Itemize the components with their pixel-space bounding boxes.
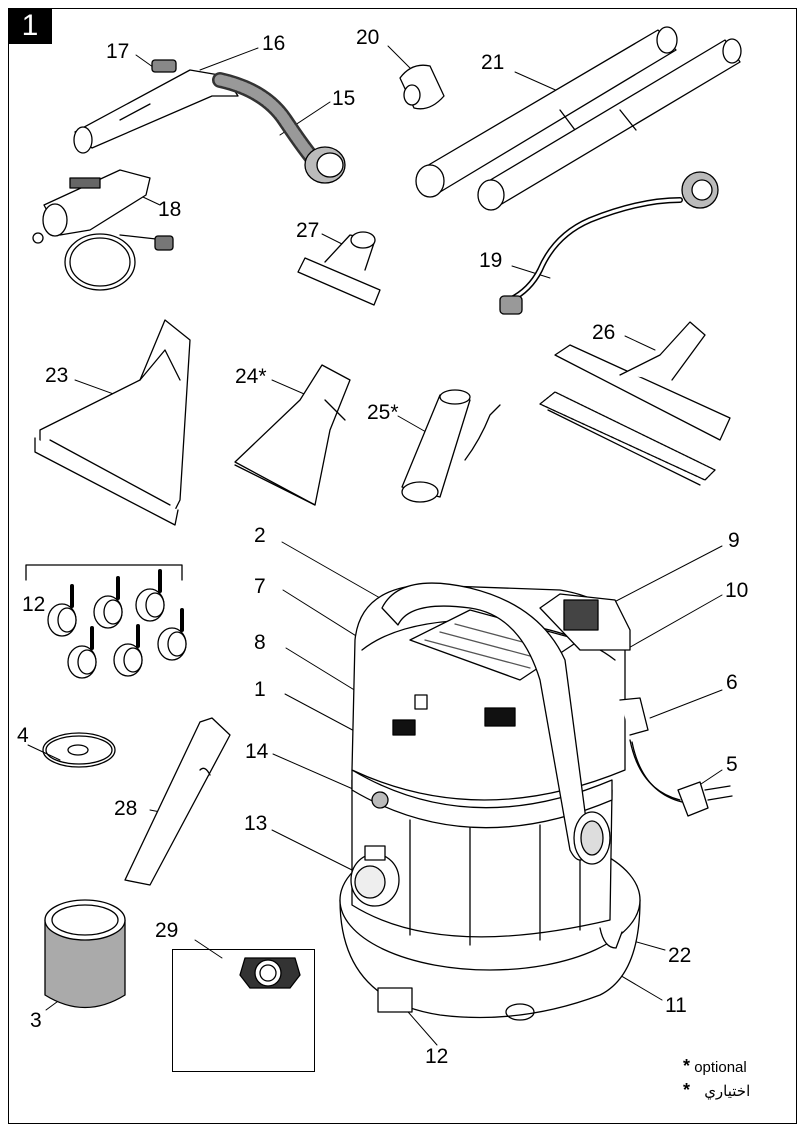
- optional-text-ar: اختياري: [704, 1083, 751, 1100]
- label-6: 6: [726, 671, 738, 694]
- label-14: 14: [245, 740, 269, 763]
- label-4: 4: [17, 724, 29, 747]
- floor-nozzle-26: [539, 321, 731, 486]
- label-1: 1: [254, 678, 266, 701]
- label-2: 2: [254, 524, 266, 547]
- disc-4: [42, 732, 116, 768]
- label-7: 7: [254, 575, 266, 598]
- label-21: 21: [481, 51, 505, 74]
- optional-note-en: * optional: [683, 1056, 747, 1077]
- label-23: 23: [45, 364, 69, 387]
- label-9: 9: [728, 529, 740, 552]
- label-22: 22: [668, 944, 692, 967]
- label-8: 8: [254, 631, 266, 654]
- label-27: 27: [296, 219, 320, 242]
- filter-3: [44, 899, 126, 1009]
- label-25: 25*: [367, 401, 399, 424]
- tubes-21: [415, 26, 742, 211]
- label-12-casters: 12: [22, 593, 46, 616]
- label-24: 24*: [235, 365, 267, 388]
- tube-25: [401, 389, 501, 503]
- inset-box-29: [172, 949, 315, 1072]
- label-28: 28: [114, 797, 138, 820]
- label-26: 26: [592, 321, 616, 344]
- label-18: 18: [158, 198, 182, 221]
- label-16: 16: [262, 32, 286, 55]
- label-20: 20: [356, 26, 380, 49]
- upholstery-nozzle-23: [34, 319, 191, 526]
- label-29: 29: [155, 919, 179, 942]
- vacuum-cleaner: [339, 582, 733, 1021]
- label-11: 11: [665, 994, 687, 1017]
- casters-12: [47, 569, 187, 679]
- label-19: 19: [479, 249, 503, 272]
- crevice-tool-28: [124, 717, 231, 886]
- figure-number-badge: 1: [8, 8, 52, 44]
- asterisk-ar: *: [683, 1080, 691, 1100]
- optional-text-en: optional: [694, 1059, 747, 1076]
- nozzle-24: [234, 364, 351, 506]
- spray-handle-18: [32, 169, 174, 291]
- label-3: 3: [30, 1009, 42, 1032]
- label-13: 13: [244, 812, 268, 835]
- label-5: 5: [726, 753, 738, 776]
- handle-16-17: [73, 59, 239, 154]
- label-15: 15: [332, 87, 356, 110]
- label-12-base: 12: [425, 1045, 449, 1068]
- label-10: 10: [725, 579, 749, 602]
- asterisk-en: *: [683, 1056, 691, 1076]
- clip-20: [399, 64, 445, 110]
- hose-19: [499, 171, 719, 315]
- label-17: 17: [106, 40, 130, 63]
- filter-bag-29: [239, 957, 301, 989]
- nozzle-27: [297, 231, 381, 306]
- hose-15: [212, 72, 346, 184]
- figure-frame: [8, 8, 797, 1124]
- optional-note-ar: * اختياري: [683, 1080, 750, 1101]
- bracket-12: [25, 564, 183, 581]
